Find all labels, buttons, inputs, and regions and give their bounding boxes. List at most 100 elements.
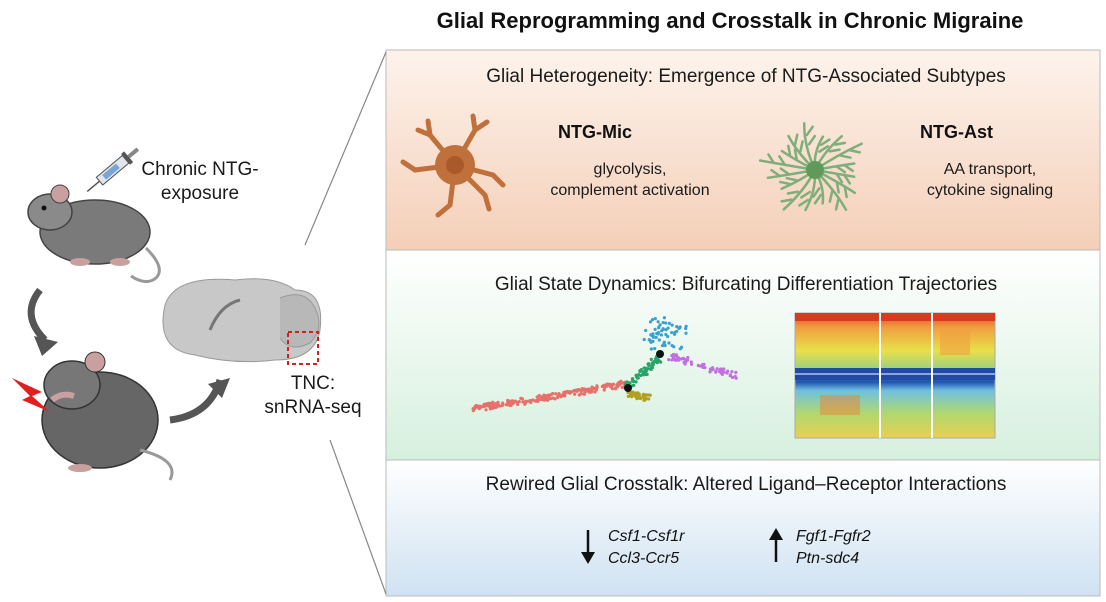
trajectory-branch-node [624, 384, 632, 392]
trajectory-point-red [554, 392, 558, 396]
exposure-label-line1: Chronic NTG- [141, 159, 259, 180]
trajectory-point-red [615, 385, 620, 389]
trajectory-point-green [628, 381, 632, 385]
trajectory-point-red [602, 383, 606, 387]
trajectory-point-purple [715, 367, 719, 371]
trajectory-point-purple [722, 367, 726, 371]
astrocyte-branch [819, 138, 831, 147]
exposure-label: Chronic NTG- exposure [120, 158, 280, 206]
trajectory-point-olive [635, 397, 639, 401]
trajectory-point-red [501, 401, 505, 405]
trajectory-point-red [483, 402, 487, 406]
trajectory-point-green [659, 360, 663, 364]
trajectory-point-blue [684, 331, 688, 335]
trajectory-point-red [577, 388, 581, 392]
astrocyte-soma [806, 161, 824, 179]
trajectory-point-red [582, 392, 586, 396]
astrocyte-branch [778, 180, 792, 186]
down-pair-1: Csf1-Csf1r [608, 528, 685, 545]
trajectory-point-red [573, 392, 577, 396]
downregulated-pairs: Csf1-Csf1r Ccl3-Ccr5 [608, 526, 684, 571]
trajectory-point-purple [728, 374, 732, 378]
trajectory-point-red [541, 397, 545, 402]
trajectory-point-purple [701, 363, 705, 367]
trajectory-point-red [549, 393, 553, 397]
syringe-icon [86, 147, 140, 193]
trajectory-branch-node [656, 350, 664, 358]
panel-3-bg [385, 459, 1101, 597]
trajectory-point-purple [683, 358, 687, 362]
lightning-icon [12, 378, 50, 412]
trajectory-point-red [521, 400, 525, 404]
trajectory-point-blue [657, 338, 661, 342]
ntg-ast-desc-line1: AA transport, [943, 161, 1037, 178]
panel-1-title: Glial Heterogeneity: Emergence of NTG-As… [486, 66, 1006, 87]
trajectory-point-green [649, 366, 653, 370]
trajectory-point-blue [675, 324, 679, 329]
trajectory-point-red [609, 385, 613, 389]
trajectory-point-red [535, 395, 539, 399]
trajectory-point-green [625, 380, 629, 384]
trajectory-point-green [653, 357, 658, 361]
trajectory-point-blue [666, 326, 670, 330]
trajectory-point-green [654, 359, 658, 363]
trajectory-point-olive [634, 393, 638, 397]
trajectory-point-blue [642, 337, 646, 342]
trajectory-point-purple [734, 376, 738, 380]
astrocyte-branch [835, 165, 847, 174]
trajectory-point-purple [670, 358, 674, 362]
trajectory-point-red [471, 409, 475, 413]
trajectory-point-olive [628, 393, 633, 397]
trajectory-point-olive [641, 393, 645, 397]
trajectory-point-blue [660, 329, 664, 333]
tissue-label-line1: TNC: [290, 373, 336, 394]
trajectory-point-red [523, 402, 527, 406]
trajectory-point-red [542, 393, 546, 397]
trajectory-point-purple [730, 375, 735, 380]
trajectory-point-green [634, 380, 638, 384]
astrocyte-branch [778, 155, 787, 167]
ntg-ast-label: NTG-Ast [920, 122, 993, 142]
trajectory-point-green [643, 372, 647, 377]
up-arrow-icon [769, 528, 783, 562]
trajectory-point-red [507, 399, 511, 403]
astrocyte-branch [828, 148, 841, 153]
panel-1-bg [385, 49, 1101, 251]
ntg-mic-label: NTG-Mic [558, 122, 632, 142]
trajectory-point-red [590, 385, 594, 389]
astrocyte-branch [786, 190, 800, 195]
astrocyte-branch [835, 181, 840, 194]
trajectory-point-blue [664, 321, 668, 325]
trajectory-point-red [477, 407, 481, 411]
trajectory-point-purple [720, 369, 724, 373]
trajectory-point-purple [696, 363, 700, 368]
trajectory-point-purple [683, 362, 687, 366]
trajectory-point-green [647, 364, 651, 368]
tissue-label-line2: snRNA-seq [264, 396, 362, 418]
trajectory-plot [471, 316, 738, 413]
zoom-line-bottom [329, 439, 387, 595]
trajectory-point-green [644, 367, 648, 371]
astrocyte-branch [787, 144, 792, 158]
trajectory-point-red [614, 387, 618, 391]
trajectory-point-red [619, 380, 623, 384]
trajectory-point-green [649, 357, 653, 361]
astrocyte-branch [828, 190, 834, 203]
ntg-ast-desc-line2: cytokine signaling [926, 181, 1054, 199]
trajectory-point-purple [730, 370, 734, 374]
tissue-label: TNC: snRNA-seq [248, 372, 378, 420]
trajectory-point-red [580, 387, 584, 392]
trajectory-point-red [570, 390, 574, 394]
trajectory-point-red [620, 385, 624, 390]
astrocyte-branch [779, 167, 791, 176]
trajectory-point-blue [659, 333, 664, 337]
trajectory-point-blue [655, 331, 659, 336]
astrocyte-branch [793, 133, 799, 146]
panel-3-title: Rewired Glial Crosstalk: Altered Ligand–… [485, 474, 1007, 495]
astrocyte-branch [813, 193, 822, 205]
mouse-icon [27, 184, 161, 283]
trajectory-point-blue [657, 325, 661, 329]
trajectory-point-red [549, 396, 553, 401]
trajectory-point-purple [689, 360, 693, 364]
trajectory-point-purple [689, 362, 694, 366]
